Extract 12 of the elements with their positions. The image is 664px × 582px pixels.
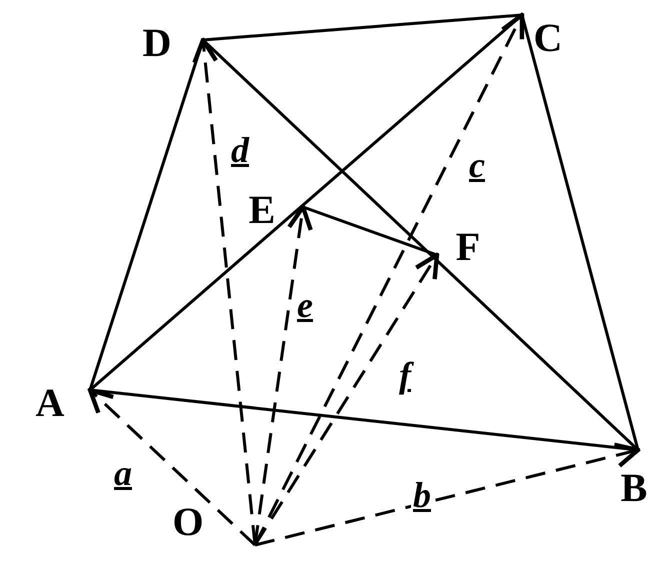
dashed-arrow <box>88 388 256 546</box>
point-label: A <box>36 383 64 423</box>
point-label: D <box>142 23 172 63</box>
point-label: O <box>172 502 204 542</box>
line-segment <box>202 14 522 42</box>
dashed-arrow <box>254 442 640 546</box>
point-label: E <box>248 190 276 230</box>
line-segment <box>302 206 438 256</box>
point-label: C <box>534 18 562 58</box>
dashed-arrow <box>192 38 256 546</box>
point-label: F <box>456 227 480 267</box>
point-label: B <box>620 468 648 508</box>
